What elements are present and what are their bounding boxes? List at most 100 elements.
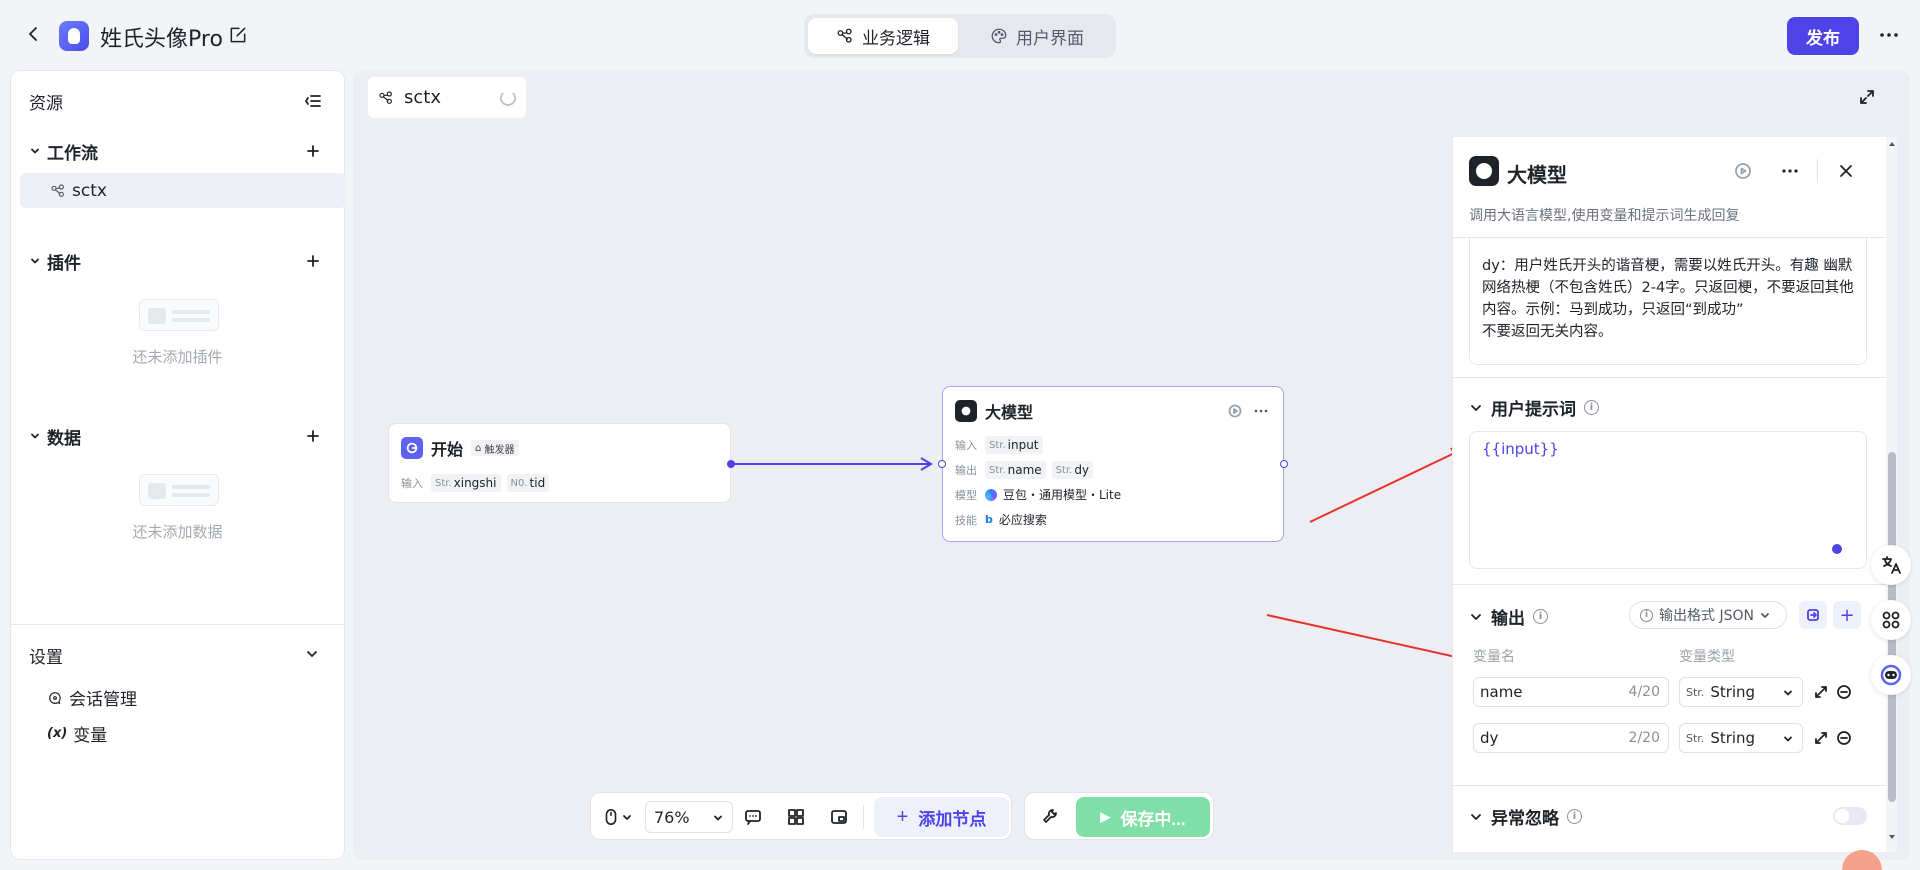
publish-button[interactable]: 发布 — [1787, 17, 1859, 55]
cursor-dot-icon — [1832, 544, 1842, 554]
wrench-icon[interactable] — [1041, 807, 1061, 827]
add-workflow-icon[interactable] — [305, 143, 321, 159]
start-node-header: 开始 ⌂ 触发器 — [401, 436, 519, 460]
trigger-badge-label: 触发器 — [484, 444, 515, 456]
user-prompt-editor[interactable]: {{input}} — [1469, 431, 1867, 569]
save-button[interactable]: ▶ 保存中... — [1076, 797, 1210, 837]
exception-header[interactable]: 异常忽略 i — [1469, 804, 1582, 829]
top-bar: 姓氏头像Pro 业务逻辑 用户界面 发布 — [0, 0, 1920, 70]
system-prompt-editor[interactable]: dy：用户姓氏开头的谐音梗，需要以姓氏开头。有趣 幽默 网络热梗（不包含姓氏）2… — [1469, 237, 1867, 365]
add-data-icon[interactable] — [305, 428, 321, 444]
collapse-panel-icon[interactable] — [303, 91, 323, 111]
skill-name: 必应搜索 — [998, 513, 1047, 527]
llm-node-skill: 技能 b 必应搜索 — [955, 511, 1047, 528]
panel-title: 大模型 — [1507, 163, 1567, 187]
output-name-input[interactable]: dy 2/20 — [1473, 723, 1669, 753]
back-arrow-icon[interactable] — [22, 22, 46, 46]
type-short: Str. — [1686, 685, 1705, 699]
info-icon[interactable]: i — [1567, 809, 1582, 824]
llm-input-port[interactable] — [938, 460, 946, 468]
expand-icon[interactable] — [1813, 684, 1829, 700]
sidebar-item-sctx[interactable]: sctx — [20, 173, 346, 208]
assistant-button[interactable] — [1871, 655, 1911, 695]
translate-button[interactable] — [1871, 545, 1911, 585]
user-prompt-label: 用户提示词 — [1491, 400, 1576, 420]
col-variable-name: 变量名 — [1473, 649, 1515, 665]
zoom-select[interactable]: 76% — [645, 801, 733, 833]
output-name-input[interactable]: name 4/20 — [1473, 677, 1669, 707]
toolbar-divider — [863, 805, 864, 829]
param-name: dy — [1074, 463, 1090, 477]
plugins-section-header[interactable]: 插件 — [29, 249, 81, 274]
mouse-mode-button[interactable] — [601, 805, 635, 829]
node-more-icon[interactable] — [1253, 404, 1269, 418]
edit-icon[interactable] — [228, 25, 248, 45]
start-output-port[interactable] — [727, 460, 735, 468]
add-plugin-icon[interactable] — [305, 253, 321, 269]
more-options-icon[interactable] — [1874, 20, 1904, 50]
info-icon[interactable]: i — [1584, 400, 1599, 415]
scroll-up-icon[interactable] — [1887, 139, 1897, 149]
close-icon[interactable] — [1836, 161, 1856, 181]
llm-node[interactable]: 大模型 输入 Str.input 输出 Str.name Str.dy 模型 豆… — [942, 386, 1284, 542]
scroll-down-icon[interactable] — [1887, 832, 1897, 842]
start-icon — [401, 437, 423, 459]
exception-toggle[interactable] — [1833, 807, 1867, 825]
canvas-tab-sctx[interactable]: sctx — [368, 77, 526, 118]
output-format-select[interactable]: i 输出格式 JSON — [1629, 601, 1787, 629]
workflow-section-header[interactable]: 工作流 — [29, 139, 98, 164]
start-node[interactable]: 开始 ⌂ 触发器 输入 Str.xingshi N0.tid — [388, 423, 731, 503]
empty-placeholder-icon — [139, 299, 219, 331]
info-icon[interactable]: i — [1533, 609, 1548, 624]
fullscreen-icon[interactable] — [1858, 88, 1876, 106]
remove-circle-icon[interactable] — [1836, 684, 1852, 700]
avatar[interactable] — [1842, 850, 1882, 870]
minimap-icon[interactable] — [829, 807, 849, 827]
llm-icon — [955, 400, 977, 422]
output-header[interactable]: 输出 i — [1469, 604, 1548, 629]
play-icon: ▶ — [1100, 809, 1111, 824]
info-icon: i — [1640, 608, 1653, 622]
user-prompt-header[interactable]: 用户提示词 i — [1469, 395, 1599, 420]
chevron-down-icon — [714, 815, 722, 821]
chevron-down-icon — [31, 258, 39, 264]
add-node-button[interactable]: + 添加节点 — [874, 797, 1009, 837]
settings-item-label: 变量 — [73, 726, 108, 746]
import-icon — [1807, 609, 1819, 621]
import-output-button[interactable] — [1799, 601, 1827, 629]
comment-icon[interactable] — [743, 807, 763, 827]
chevron-down-icon[interactable] — [305, 647, 319, 661]
tab-user-interface[interactable]: 用户界面 — [962, 18, 1112, 54]
tab-business-logic[interactable]: 业务逻辑 — [808, 18, 958, 54]
llm-output-port[interactable] — [1280, 460, 1288, 468]
add-output-button[interactable]: + — [1833, 601, 1861, 629]
play-icon[interactable] — [1228, 404, 1242, 418]
panel-more-icon[interactable] — [1780, 161, 1800, 181]
output-type-select[interactable]: Str. String — [1679, 723, 1803, 753]
resource-panel: 资源 工作流 sctx 插件 还未添加插件 数据 还未添加数据 设置 会话管理 … — [10, 70, 346, 860]
param-type: Str. — [435, 477, 452, 489]
user-prompt-value: {{input}} — [1482, 440, 1559, 458]
param-type: Str. — [989, 464, 1006, 476]
remove-circle-icon[interactable] — [1836, 730, 1852, 746]
expand-icon[interactable] — [1813, 730, 1829, 746]
start-node-inputs: 输入 Str.xingshi N0.tid — [401, 474, 550, 492]
app-logo — [59, 21, 89, 51]
apps-button[interactable] — [1871, 600, 1911, 640]
output-type-select[interactable]: Str. String — [1679, 677, 1803, 707]
llm-node-header: 大模型 — [955, 399, 1033, 423]
param-pill: Str.name — [985, 461, 1046, 479]
panel-description: 调用大语言模型,使用变量和提示词生成回复 — [1469, 208, 1740, 224]
model-label: 模型 — [955, 488, 977, 502]
data-section-header[interactable]: 数据 — [29, 424, 81, 449]
settings-item-variables[interactable]: (x) 变量 — [47, 721, 107, 746]
char-count: 2/20 — [1628, 730, 1660, 746]
run-node-icon[interactable] — [1733, 161, 1753, 181]
settings-item-conversation[interactable]: 会话管理 — [47, 685, 137, 710]
settings-title[interactable]: 设置 — [29, 648, 63, 668]
divider — [1453, 785, 1897, 786]
layout-grid-icon[interactable] — [786, 807, 806, 827]
type-short: Str. — [1686, 731, 1705, 745]
system-prompt-line: dy：用户姓氏开头的谐音梗，需要以姓氏开头。有趣 幽默 网络热梗（不包含姓氏）2… — [1482, 258, 1854, 318]
edge-arrowhead — [920, 457, 933, 471]
